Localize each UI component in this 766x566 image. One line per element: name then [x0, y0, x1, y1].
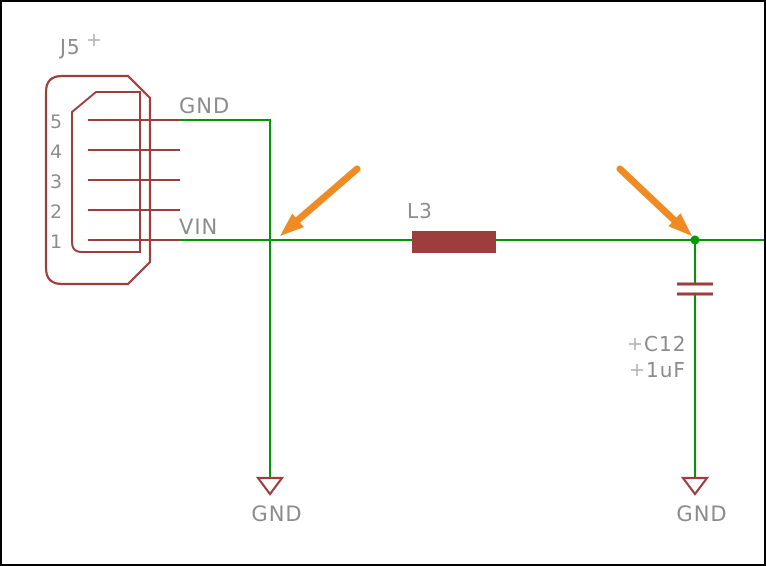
ground-symbol-right: GND: [676, 476, 727, 526]
net-label-vin: VIN: [179, 215, 218, 239]
junction-dot: [690, 235, 700, 245]
capacitor-designator: C12: [644, 332, 686, 356]
ground-triangle: [680, 476, 710, 496]
pin-number: 3: [50, 171, 62, 193]
pin-number: 5: [50, 111, 62, 133]
annotation-arrow-left: [280, 165, 361, 236]
arrow-head: [280, 213, 304, 236]
annotation-arrow-right: [616, 165, 692, 236]
arrow-shaft: [294, 165, 361, 224]
arrow-head: [668, 213, 692, 236]
net-label-gnd: GND: [179, 94, 230, 118]
usb-connector-j5: 5 4 3 2 1 J5: [44, 34, 180, 286]
ground-label: GND: [676, 502, 727, 526]
capacitor-value: 1uF: [646, 358, 686, 382]
arrow-shaft: [616, 165, 678, 224]
inductor-l3: L3: [407, 199, 496, 253]
ground-symbol-left: GND: [251, 476, 302, 526]
pin-number: 4: [50, 141, 62, 163]
wire-usb-gnd: [180, 119, 271, 478]
inductor-body: [412, 231, 496, 253]
pin-number: 1: [50, 231, 62, 253]
pin-number: 2: [50, 201, 62, 223]
inductor-designator: L3: [407, 199, 433, 223]
connector-shell: [71, 91, 141, 253]
connector-designator: J5: [58, 35, 81, 59]
ground-triangle: [255, 476, 285, 496]
connector-origin-cross: [88, 34, 100, 46]
capacitor-c12: C12 1uF: [629, 282, 713, 382]
capacitor-origin-cross: [629, 338, 641, 350]
capacitor-value-origin-cross: [631, 364, 643, 376]
connector-outline: [44, 74, 152, 286]
ground-label: GND: [251, 502, 302, 526]
